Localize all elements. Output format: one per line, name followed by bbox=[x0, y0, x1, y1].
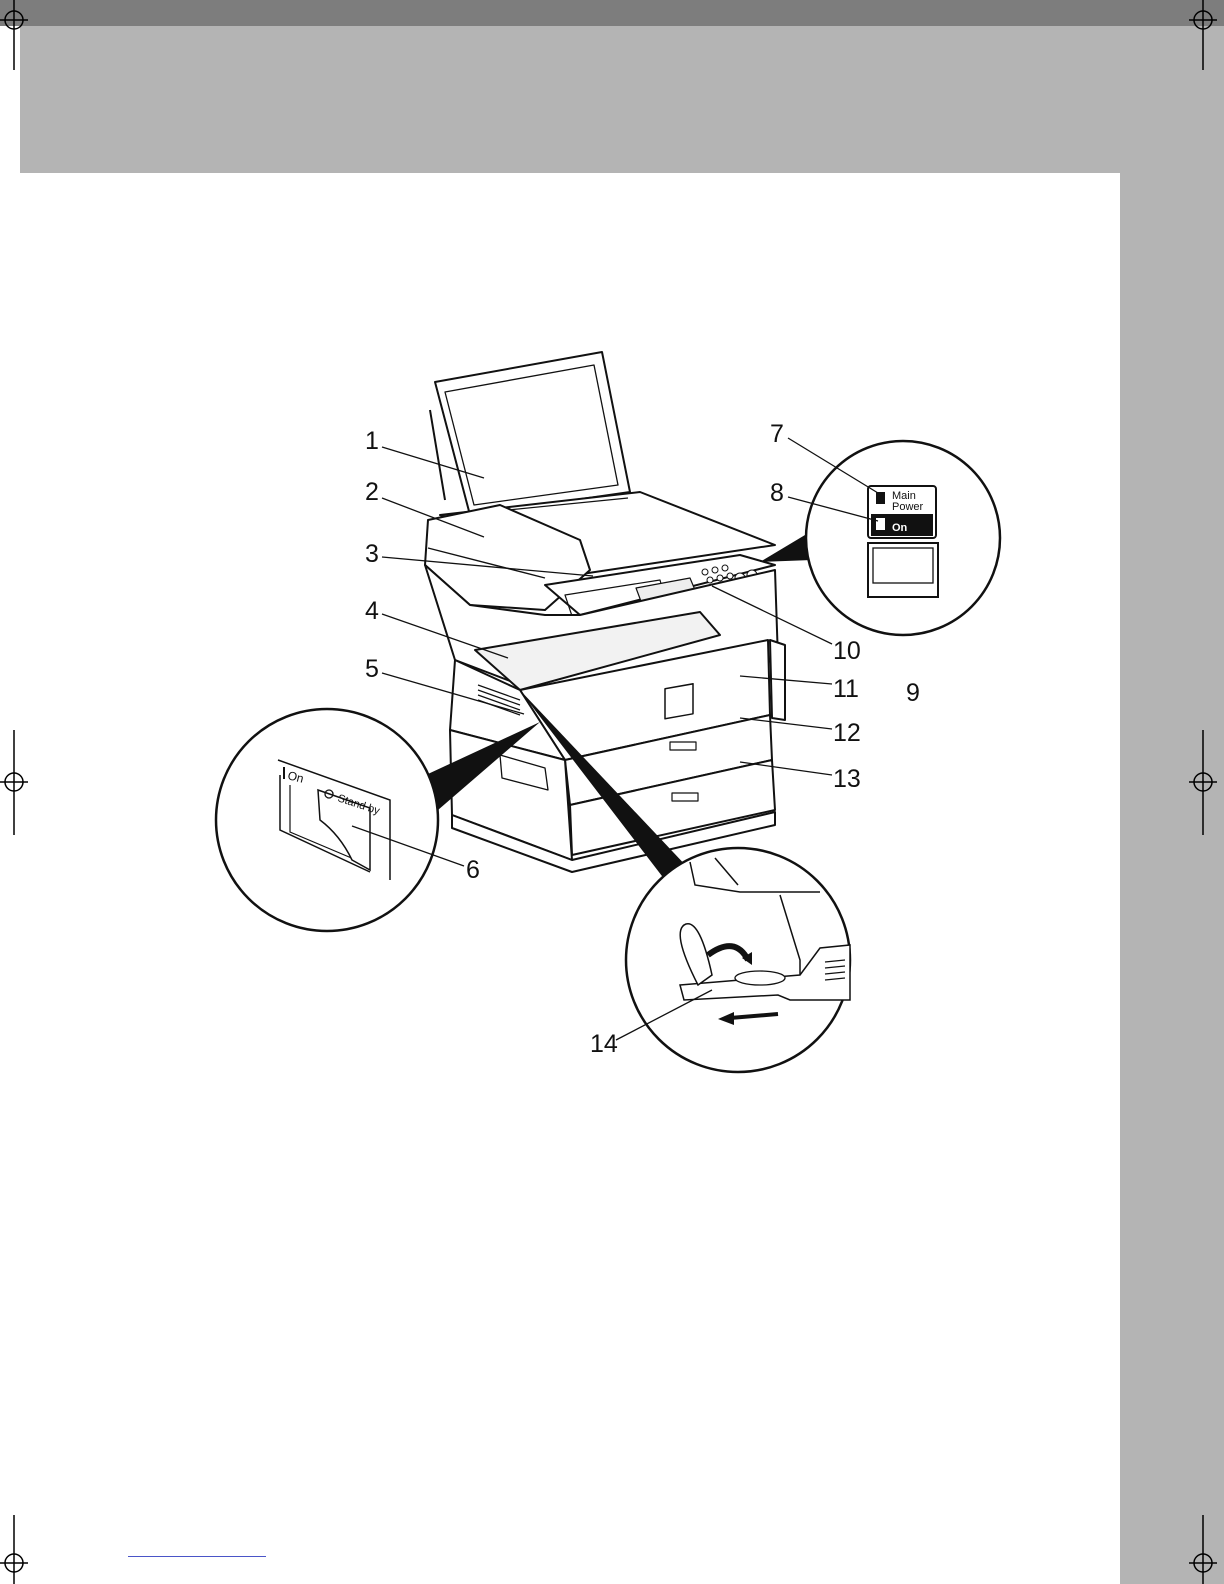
registration-mark-bottom-right bbox=[1189, 1515, 1217, 1584]
callout-9: 9 bbox=[906, 679, 920, 707]
registration-mark-bottom-left bbox=[0, 1515, 28, 1584]
callout-13: 13 bbox=[833, 765, 861, 793]
callout-7: 7 bbox=[770, 420, 784, 448]
registration-mark-mid-right bbox=[1189, 730, 1217, 835]
callout-5: 5 bbox=[365, 655, 379, 683]
registration-mark-mid-left bbox=[0, 730, 28, 835]
callout-8: 8 bbox=[770, 479, 784, 507]
main-power-label-line2: Power bbox=[892, 501, 924, 513]
callout-11: 11 bbox=[833, 675, 859, 703]
callout-1: 1 bbox=[365, 427, 379, 455]
callout-4: 4 bbox=[365, 597, 379, 625]
callout-14: 14 bbox=[590, 1030, 618, 1058]
on-indicator-label: On bbox=[892, 522, 908, 534]
callout-10: 10 bbox=[833, 637, 861, 665]
callout-6: 6 bbox=[466, 856, 480, 884]
registration-mark-top-right bbox=[1189, 0, 1217, 70]
callout-3: 3 bbox=[365, 540, 379, 568]
power-switch-inset: Main Power On bbox=[760, 441, 1000, 635]
registration-mark-top-left bbox=[0, 0, 28, 70]
callout-2: 2 bbox=[365, 478, 379, 506]
callout-12: 12 bbox=[833, 719, 861, 747]
